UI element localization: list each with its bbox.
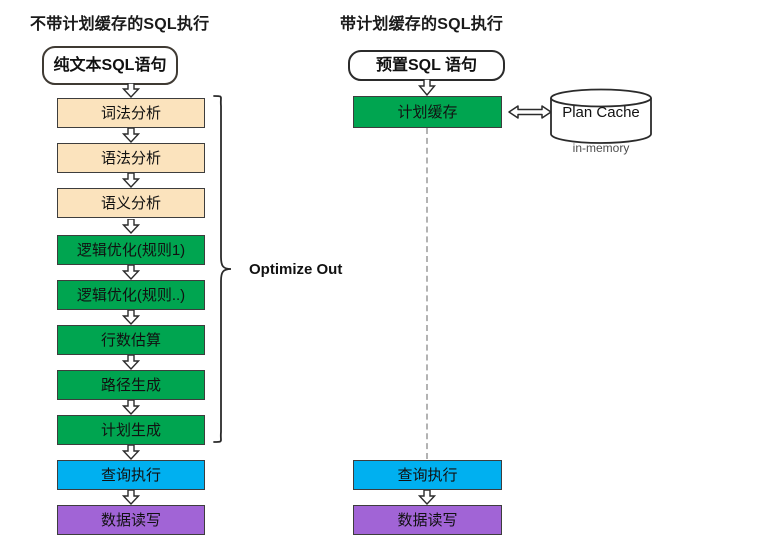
arrow-down-icon bbox=[122, 400, 140, 415]
left-step-1: 语法分析 bbox=[57, 143, 205, 173]
optimize-out-brace bbox=[210, 94, 234, 444]
right-step-0: 查询执行 bbox=[353, 460, 502, 490]
optimize-out-label: Optimize Out bbox=[249, 261, 343, 278]
arrow-down-icon bbox=[122, 445, 140, 460]
plan-cache-cylinder-icon bbox=[549, 88, 653, 144]
left-step-8: 查询执行 bbox=[57, 460, 205, 490]
arrow-down-icon bbox=[122, 490, 140, 505]
right-column-title: 带计划缓存的SQL执行 bbox=[340, 16, 504, 33]
left-step-0: 词法分析 bbox=[57, 98, 205, 128]
left-step-6: 路径生成 bbox=[57, 370, 205, 400]
arrow-down-icon bbox=[122, 265, 140, 280]
left-step-7: 计划生成 bbox=[57, 415, 205, 445]
left-step-4: 逻辑优化(规则..) bbox=[57, 280, 205, 310]
left-step-9: 数据读写 bbox=[57, 505, 205, 535]
arrow-down-icon bbox=[122, 219, 140, 234]
left-column-title: 不带计划缓存的SQL执行 bbox=[30, 16, 210, 33]
arrow-down-icon bbox=[122, 173, 140, 188]
arrow-down-icon bbox=[418, 79, 436, 96]
arrow-down-icon bbox=[122, 310, 140, 325]
left-entry-node: 纯文本SQL语句 bbox=[42, 46, 178, 85]
arrow-down-icon bbox=[122, 355, 140, 370]
arrow-down-icon bbox=[122, 83, 140, 98]
left-step-2: 语义分析 bbox=[57, 188, 205, 218]
plan-cache-label: Plan Cache bbox=[562, 104, 640, 121]
right-step-1: 数据读写 bbox=[353, 505, 502, 535]
cache-to-execution-dashed-connector bbox=[426, 128, 428, 459]
left-step-5: 行数估算 bbox=[57, 325, 205, 355]
arrow-down-icon bbox=[122, 128, 140, 143]
right-cache-node: 计划缓存 bbox=[353, 96, 502, 128]
bidirectional-arrow-icon bbox=[508, 103, 552, 121]
left-step-3: 逻辑优化(规则1) bbox=[57, 235, 205, 265]
in-memory-caption: in-memory bbox=[572, 141, 630, 155]
right-entry-node: 预置SQL 语句 bbox=[348, 50, 505, 81]
arrow-down-icon bbox=[418, 490, 436, 505]
